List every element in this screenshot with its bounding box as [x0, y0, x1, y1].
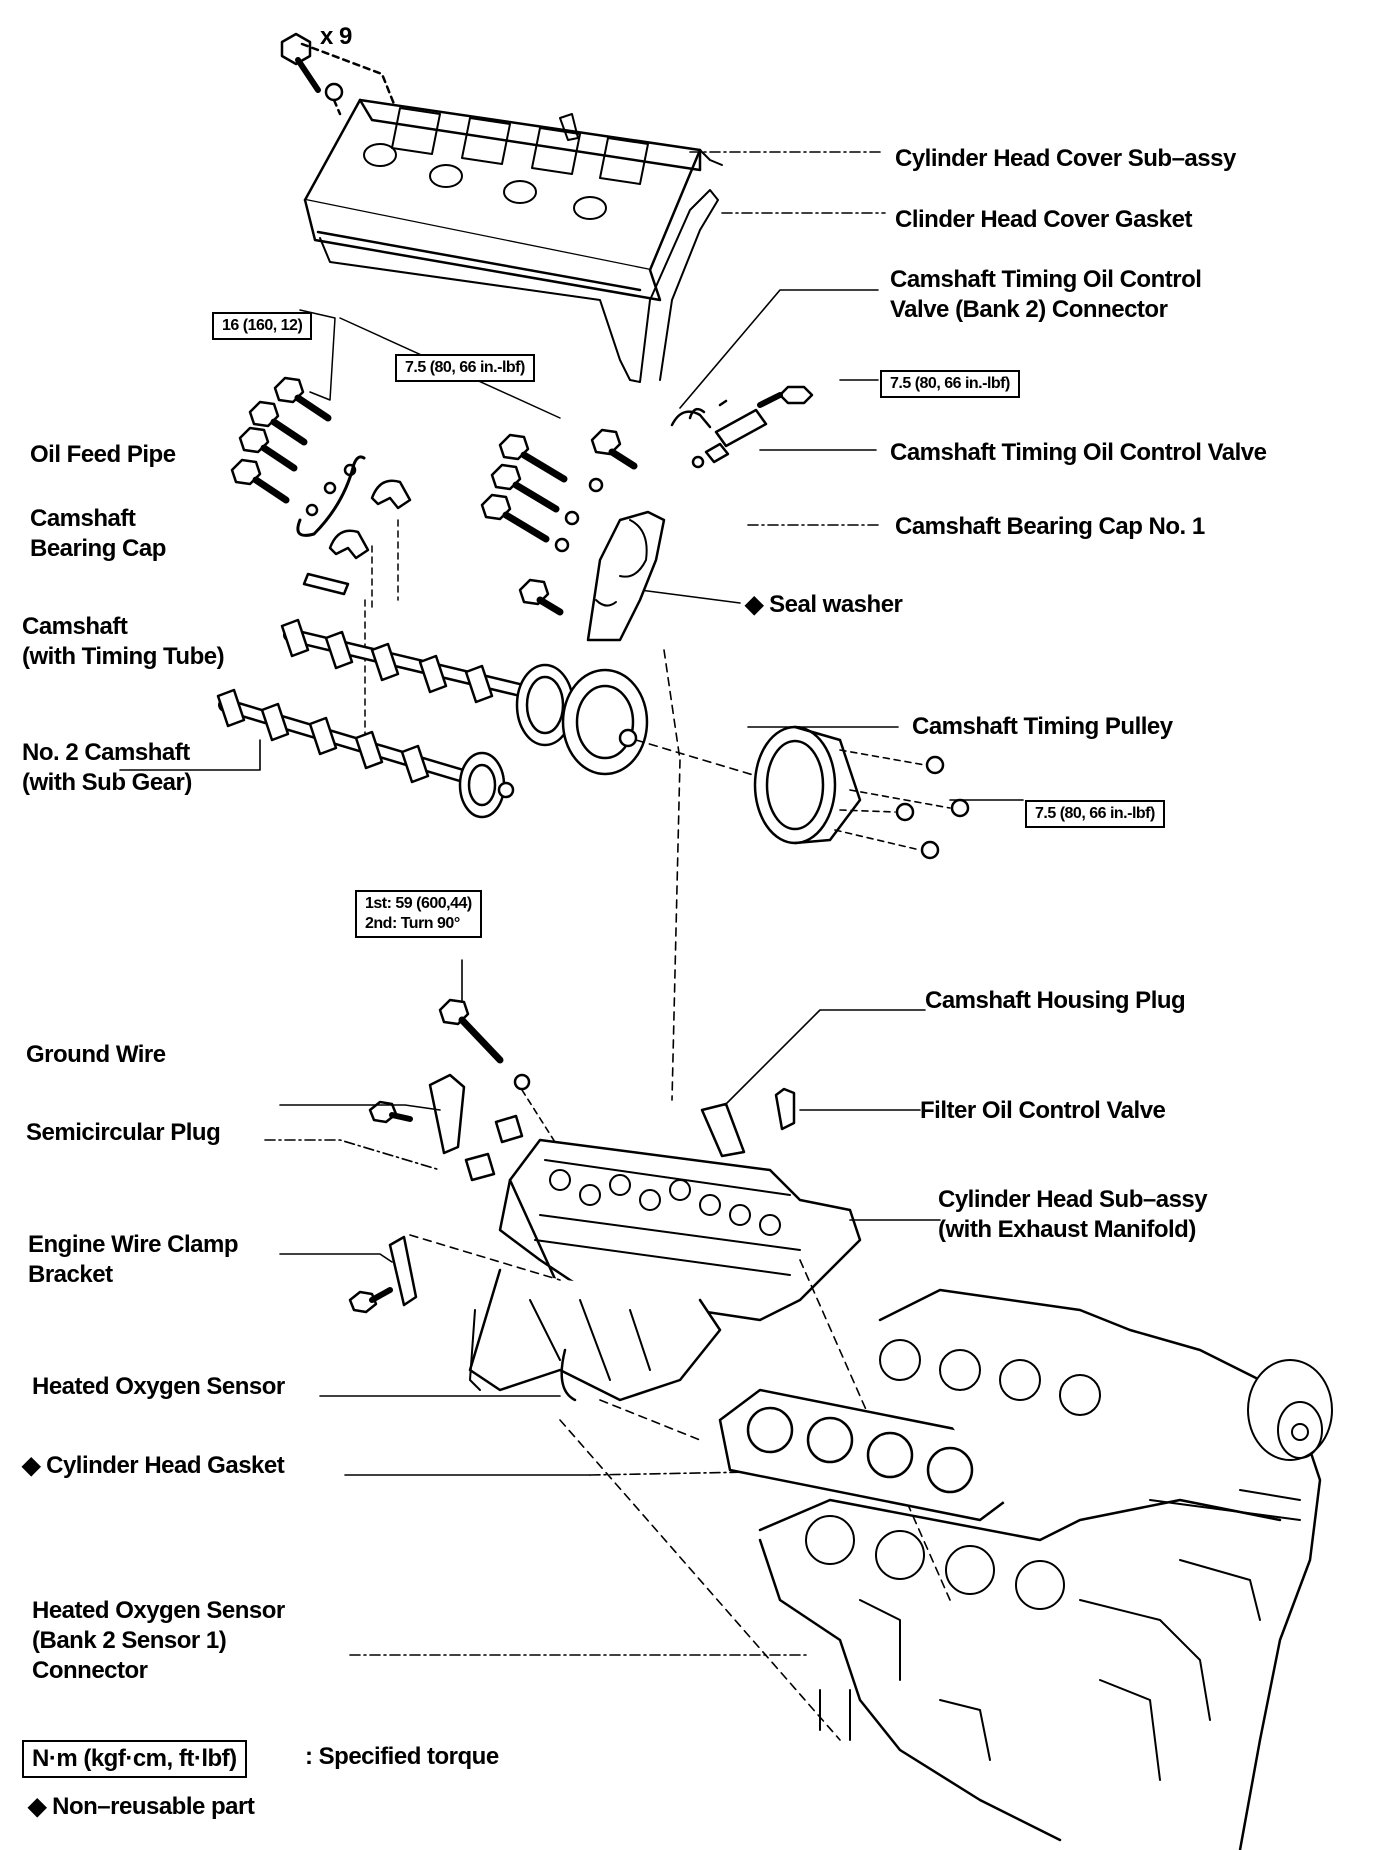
torque-box-ocv: 7.5 (80, 66 in.-lbf) [880, 370, 1020, 398]
torque-box-bearing-cap-bolts: 16 (160, 12) [212, 312, 313, 340]
label-housing-plug: Camshaft Housing Plug [925, 987, 1186, 1014]
label-o2-connector: Heated Oxygen Sensor (Bank 2 Sensor 1) C… [32, 1596, 285, 1686]
bearing-cap-no1-drawing [480, 428, 681, 1101]
torque-box-timing-pulley: 7.5 (80, 66 in.-lbf) [1025, 800, 1165, 828]
bearing-cap-bolts-left [230, 309, 561, 741]
label-heated-oxygen-sensor: Heated Oxygen Sensor [32, 1373, 285, 1400]
cylinder-head-drawing [409, 1138, 951, 1741]
torque-box-bearing-cap-no1: 7.5 (80, 66 in.-lbf) [395, 354, 535, 382]
label-ground-wire: Ground Wire [26, 1041, 166, 1068]
label-ocv-connector-line1: Camshaft Timing Oil Control [890, 266, 1202, 293]
oil-control-valve-drawing [670, 385, 814, 469]
label-cylinder-head-cover: Cylinder Head Cover Sub–assy [895, 145, 1236, 172]
label-wire-clamp-bracket: Engine Wire Clamp Bracket [28, 1230, 238, 1290]
label-cover-gasket: Clinder Head Cover Gasket [895, 206, 1192, 233]
camshafts-drawing [119, 618, 771, 819]
label-wire-clamp-bracket-line1: Engine Wire Clamp [28, 1231, 238, 1258]
label-no2-camshaft: No. 2 Camshaft (with Sub Gear) [22, 738, 192, 798]
small-parts-drawing [264, 1009, 926, 1656]
legend-torque-box: N·m (kgf·cm, ft·lbf) [22, 1740, 247, 1778]
label-cylinder-head-gasket: ◆ Cylinder Head Gasket [22, 1452, 285, 1479]
label-cylinder-head-sub-assy-line2: (with Exhaust Manifold) [938, 1216, 1196, 1243]
label-wire-clamp-bracket-line2: Bracket [28, 1261, 113, 1288]
label-camshaft-line2: (with Timing Tube) [22, 643, 225, 670]
label-ocv-valve: Camshaft Timing Oil Control Valve [890, 439, 1267, 466]
label-cylinder-head-sub-assy-line1: Cylinder Head Sub–assy [938, 1186, 1208, 1213]
label-timing-pulley: Camshaft Timing Pulley [912, 713, 1173, 740]
head-bolt-drawing [438, 959, 561, 1151]
torque-head-bolt-line2: 2nd: Turn 90° [365, 915, 460, 932]
label-bearing-cap-line2: Bearing Cap [30, 535, 166, 562]
leader-lines-upper [639, 151, 1024, 801]
quantity-label: x 9 [320, 23, 352, 50]
cylinder-head-cover-drawing [280, 32, 723, 383]
label-o2-connector-line1: Heated Oxygen Sensor [32, 1597, 285, 1624]
legend-nonreusable: ◆ Non–reusable part [28, 1793, 255, 1820]
label-ocv-connector-line2: Valve (Bank 2) Connector [890, 296, 1168, 323]
label-oil-feed-pipe: Oil Feed Pipe [30, 441, 176, 468]
label-seal-washer: ◆ Seal washer [745, 591, 903, 618]
label-bearing-cap-no1: Camshaft Bearing Cap No. 1 [895, 513, 1205, 540]
label-o2-connector-line3: Connector [32, 1657, 148, 1684]
label-cylinder-head-sub-assy: Cylinder Head Sub–assy (with Exhaust Man… [938, 1185, 1208, 1245]
label-ocv-connector: Camshaft Timing Oil Control Valve (Bank … [890, 265, 1202, 325]
label-bearing-cap: Camshaft Bearing Cap [30, 504, 166, 564]
torque-box-head-bolt: 1st: 59 (600,44) 2nd: Turn 90° [355, 890, 482, 938]
label-camshaft-line1: Camshaft [22, 613, 128, 640]
engine-block-drawing [758, 1288, 1333, 1850]
label-bearing-cap-line1: Camshaft [30, 505, 136, 532]
label-o2-connector-line2: (Bank 2 Sensor 1) [32, 1627, 227, 1654]
legend-torque-desc: : Specified torque [305, 1743, 499, 1770]
camshaft-timing-pulley-drawing [753, 725, 970, 860]
label-no2-camshaft-line1: No. 2 Camshaft [22, 739, 190, 766]
label-semicircular-plug: Semicircular Plug [26, 1119, 221, 1146]
torque-head-bolt-line1: 1st: 59 (600,44) [365, 895, 472, 912]
label-filter-ocv: Filter Oil Control Valve [920, 1097, 1166, 1124]
label-no2-camshaft-line2: (with Sub Gear) [22, 769, 192, 796]
label-camshaft: Camshaft (with Timing Tube) [22, 612, 225, 672]
